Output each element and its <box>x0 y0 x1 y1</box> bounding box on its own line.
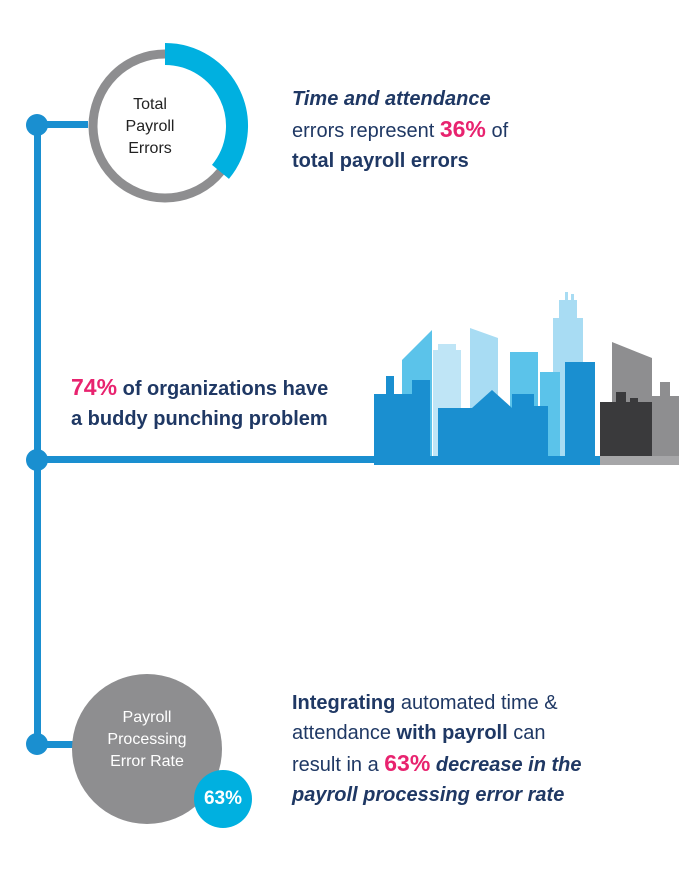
error-rate-badge: 63% <box>194 770 252 828</box>
stat-3-line-1-bold: Integrating <box>292 692 396 714</box>
stat-1-line-2-pre: errors represent <box>292 120 440 142</box>
timeline-connector-3 <box>38 741 80 748</box>
stat-3-line-2-pre: attendance <box>292 722 397 744</box>
stat-3-value: 63% <box>384 750 431 776</box>
total-payroll-errors-ring <box>88 43 248 203</box>
stat-3-text: Integrating automated time & attendance … <box>292 688 582 810</box>
timeline-node-3 <box>26 733 48 755</box>
stat-2-value: 74% <box>71 374 118 400</box>
circle-label-line: Processing <box>107 731 187 748</box>
circle-label-line: Error Rate <box>110 753 184 770</box>
ring-highlight-arc <box>164 43 248 179</box>
error-rate-circle-label: Payroll Processing Error Rate <box>92 707 202 773</box>
stat-2-text: 74% of organizations have a buddy punchi… <box>71 372 328 434</box>
stat-3-line-2: attendance with payroll can <box>292 718 582 748</box>
stat-2-line-1: 74% of organizations have <box>71 372 328 404</box>
timeline-connector-1 <box>38 121 88 128</box>
stat-1-text: Time and attendance errors represent 36%… <box>292 84 508 176</box>
timeline-vertical-line <box>34 124 41 744</box>
circle-label-line: Payroll <box>122 709 172 726</box>
city-skyline-icon <box>374 292 679 465</box>
timeline-connector-2 <box>38 456 638 463</box>
ring-label: Total Payroll Errors <box>100 94 200 160</box>
stat-1-value: 36% <box>439 116 486 142</box>
stat-1-line-2-post: of <box>485 120 509 142</box>
stat-2-line-2: a buddy punching problem <box>71 408 328 430</box>
ring-label-line: Errors <box>128 140 172 157</box>
stat-3-line-2-bold: with payroll <box>396 722 508 744</box>
stat-3-line-3-italic: decrease in the <box>430 754 582 776</box>
stat-3-line-3-pre: result in a <box>292 754 385 776</box>
stat-3-line-3: result in a 63% decrease in the <box>292 748 582 780</box>
stat-3-line-4: payroll processing error rate <box>292 784 565 806</box>
timeline-node-1 <box>26 114 48 136</box>
ring-label-line: Payroll <box>125 118 175 135</box>
stat-1-line-1: Time and attendance <box>292 88 491 110</box>
stat-2-line-1-post: of organizations have <box>117 378 329 400</box>
stat-1-line-2: errors represent 36% of <box>292 114 508 146</box>
stat-3-line-1-post: automated time & <box>395 692 558 714</box>
stat-3-line-2-post: can <box>507 722 546 744</box>
stat-3-line-1: Integrating automated time & <box>292 688 582 718</box>
ring-label-line: Total <box>133 96 167 113</box>
timeline-node-2 <box>26 449 48 471</box>
stat-1-line-3: total payroll errors <box>292 150 469 172</box>
